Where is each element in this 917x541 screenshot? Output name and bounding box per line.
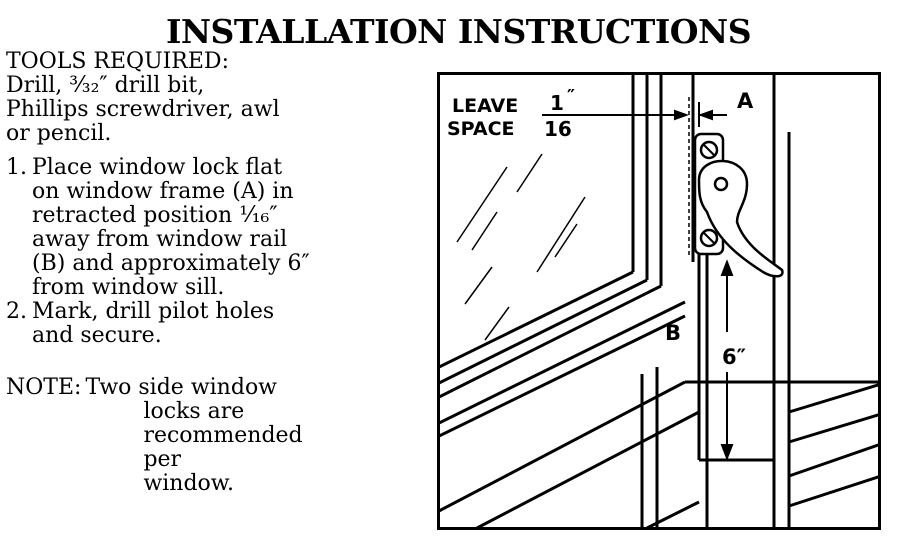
step-text: Place window lock flat on window frame (…: [32, 156, 426, 300]
fraction-denominator: 16: [544, 117, 572, 141]
note-label: NOTE:: [6, 375, 82, 400]
step-line: away from window rail: [32, 227, 288, 252]
label-b: B: [665, 321, 681, 345]
window-lock-diagram: LEAVE SPACE 1 ″ 16 A B 6″: [437, 72, 881, 530]
window-frame-post: [437, 72, 881, 530]
window-sash: [437, 72, 686, 439]
note-line: locks are: [143, 399, 245, 424]
tools-line: or pencil.: [6, 121, 112, 146]
step-line: on window frame (A) in: [32, 179, 294, 204]
step-line: and secure.: [32, 323, 162, 348]
fraction-numerator: 1: [550, 91, 564, 115]
diagram-svg: LEAVE SPACE 1 ″ 16 A B 6″: [437, 72, 881, 530]
note: NOTE: Two side window locks are recommen…: [6, 376, 426, 496]
step-2: 2. Mark, drill pilot holes and secure.: [6, 300, 426, 348]
step-1: 1. Place window lock flat on window fram…: [6, 156, 426, 300]
step-line: retracted position ¹⁄₁₆″: [32, 203, 278, 228]
note-line: window.: [143, 471, 235, 496]
page-title: INSTALLATION INSTRUCTIONS: [165, 12, 752, 51]
label-six-inch: 6″: [722, 345, 746, 369]
space-label: SPACE: [447, 118, 515, 140]
window-lock: [693, 132, 784, 278]
note-line: recommended per: [143, 423, 303, 472]
step-line: from window sill.: [32, 275, 225, 300]
step-line: Place window lock flat: [32, 155, 283, 180]
note-text: Two side window locks are recommended pe…: [81, 376, 305, 496]
leave-label: LEAVE: [452, 95, 518, 117]
tools-line: Drill, ³⁄₃₂″ drill bit,: [6, 73, 205, 98]
label-a: A: [737, 89, 754, 113]
instructions-column: TOOLS REQUIRED: Drill, ³⁄₃₂″ drill bit, …: [6, 50, 426, 496]
step-text: Mark, drill pilot holes and secure.: [32, 300, 426, 348]
six-inch-indicator: [720, 259, 734, 461]
step-number: 2.: [6, 299, 27, 324]
tools-line: Phillips screwdriver, awl: [6, 97, 280, 122]
glass-reflections: [456, 153, 586, 341]
note-line: Two side window: [85, 375, 278, 400]
diagram-border: [437, 72, 881, 530]
tools-heading: TOOLS REQUIRED:: [6, 49, 229, 74]
fraction-inch-mark: ″: [567, 86, 575, 107]
step-number: 1.: [6, 155, 27, 180]
step-line: (B) and approximately 6″: [32, 251, 310, 276]
step-line: Mark, drill pilot holes: [32, 299, 275, 324]
tools-section: TOOLS REQUIRED: Drill, ³⁄₃₂″ drill bit, …: [6, 50, 426, 146]
steps-list: 1. Place window lock flat on window fram…: [6, 156, 426, 348]
